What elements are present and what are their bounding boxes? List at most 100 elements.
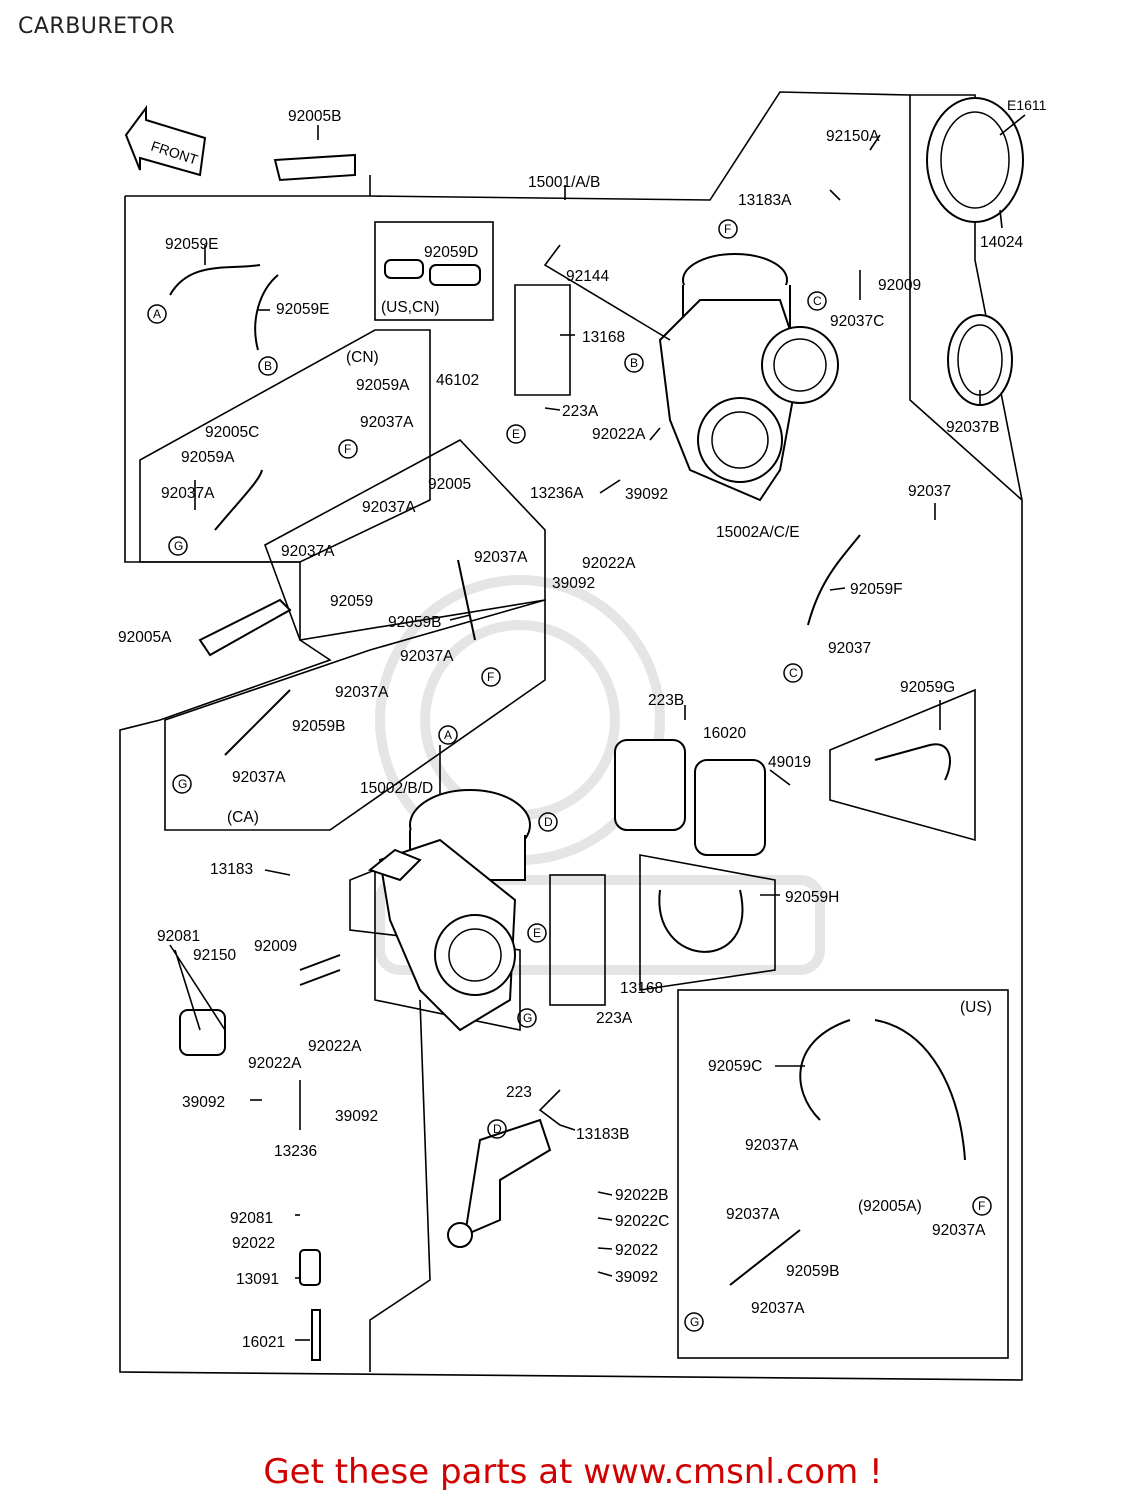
svg-text:C: C <box>813 294 822 308</box>
callout-92022A-4: 92022A <box>248 1055 302 1072</box>
callout-us: (US) <box>960 999 992 1016</box>
callout-92022: 92022 <box>232 1235 275 1252</box>
callout-92059G: 92059G <box>900 679 955 696</box>
callout-92009: 92009 <box>878 277 921 294</box>
callout-92009-2: 92009 <box>254 938 297 955</box>
callout-92037A-6: 92037A <box>400 648 454 665</box>
carburetor-front <box>658 253 839 502</box>
ref-circle-B-2: B <box>624 353 644 373</box>
callout-ca: (CA) <box>227 809 259 826</box>
callout-92059: 92059 <box>330 593 373 610</box>
callout-cn: (CN) <box>346 349 379 366</box>
ref-circle-G-2: G <box>172 774 192 794</box>
svg-text:C: C <box>789 666 798 680</box>
callout-223B: 223B <box>648 692 684 709</box>
callout-39092-2: 39092 <box>552 575 595 592</box>
callout-16021: 16021 <box>242 1334 285 1351</box>
callout-92059E: 92059E <box>165 236 218 253</box>
ref-circle-B: B <box>258 356 278 376</box>
callout-92150: 92150 <box>193 947 236 964</box>
svg-text:B: B <box>264 359 272 373</box>
callout-13168-2: 13168 <box>620 980 663 997</box>
svg-text:E: E <box>533 926 541 940</box>
leader-lines <box>169 114 1026 1341</box>
svg-text:F: F <box>487 670 494 684</box>
callout-92081-2: 92081 <box>230 1210 273 1227</box>
callout-92037A-1: 92037A <box>360 414 414 431</box>
callout-92150A: 92150A <box>826 128 880 145</box>
callout-92037A-us4: 92037A <box>751 1300 805 1317</box>
ref-circle-A-2: A <box>438 725 458 745</box>
callout-15001: 15001/A/B <box>528 174 600 191</box>
callout-92037A-8: 92037A <box>232 769 286 786</box>
callout-92037A-us2: 92037A <box>726 1206 780 1223</box>
callout-92037C: 92037C <box>830 313 884 330</box>
callout-92037A-us3: 92037A <box>932 1222 986 1239</box>
callout-92059F: 92059F <box>850 581 903 598</box>
callout-15002BD: 15002/B/D <box>360 780 433 797</box>
callout-39092-5: 39092 <box>615 1269 658 1286</box>
callout-223: 223 <box>506 1084 532 1101</box>
callout-92005A-us: (92005A) <box>858 1198 922 1215</box>
assembly-frame <box>119 91 1023 1381</box>
ref-circle-F: F <box>718 219 738 239</box>
callout-92144: 92144 <box>566 268 609 285</box>
callout-92037A-5: 92037A <box>474 549 528 566</box>
callout-92037A-2: 92037A <box>161 485 215 502</box>
ref-circle-G: G <box>168 536 188 556</box>
callout-E1611: E1611 <box>1007 97 1047 113</box>
svg-text:G: G <box>523 1011 532 1025</box>
ref-circle-A: A <box>147 304 167 324</box>
callout-92059B: 92059B <box>388 614 441 631</box>
callout-13236A: 13236A <box>530 485 584 502</box>
svg-text:E: E <box>512 427 520 441</box>
callout-92022-2: 92022 <box>615 1242 658 1259</box>
callout-13091: 13091 <box>236 1271 279 1288</box>
callout-13183: 13183 <box>210 861 253 878</box>
hoses <box>169 153 966 1286</box>
callout-46102: 46102 <box>436 372 479 389</box>
callout-15002ACE: 15002A/C/E <box>716 524 800 541</box>
callout-13168: 13168 <box>582 329 625 346</box>
callout-92059B-2: 92059B <box>292 718 345 735</box>
callout-92059E-2: 92059E <box>276 301 329 318</box>
callout-223A: 223A <box>562 403 599 420</box>
ref-circle-F-4: F <box>972 1196 992 1216</box>
callout-39092-3: 39092 <box>182 1094 225 1111</box>
callout-92022C: 92022C <box>615 1213 669 1230</box>
callout-92037A-7: 92037A <box>335 684 389 701</box>
page-title: CARBURETOR <box>18 14 176 39</box>
ref-circle-F-3: F <box>481 667 501 687</box>
callout-92081: 92081 <box>157 928 200 945</box>
callout-92005A: 92005A <box>118 629 172 646</box>
carburetor-rear <box>367 789 531 1032</box>
ref-circle-G-3: G <box>517 1008 537 1028</box>
callout-49019: 49019 <box>768 754 811 771</box>
callout-13183A: 13183A <box>738 192 792 209</box>
throttle-parts <box>179 739 766 1361</box>
callout-92037-2: 92037 <box>828 640 871 657</box>
callout-us-cn: (US,CN) <box>381 299 440 316</box>
callout-92022B: 92022B <box>615 1187 668 1204</box>
callout-14024: 14024 <box>980 234 1023 251</box>
ref-circle-D-2: D <box>487 1119 507 1139</box>
callout-92059D: 92059D <box>424 244 478 261</box>
cta-link[interactable]: Get these parts at www.cmsnl.com ! <box>263 1452 883 1492</box>
callout-92059A: 92059A <box>356 377 410 394</box>
callout-92005B: 92005B <box>288 108 341 125</box>
callout-92005C: 92005C <box>205 424 259 441</box>
callout-39092-4: 39092 <box>335 1108 378 1125</box>
ref-circle-D: D <box>538 812 558 832</box>
svg-text:G: G <box>178 777 187 791</box>
callout-92022A-2: 92022A <box>582 555 636 572</box>
ref-circle-F-2: F <box>338 439 358 459</box>
ref-circle-E: E <box>506 424 526 444</box>
svg-text:A: A <box>444 728 452 742</box>
callout-92022A-3: 92022A <box>308 1038 362 1055</box>
svg-text:F: F <box>724 222 731 236</box>
svg-text:F: F <box>344 442 351 456</box>
svg-text:B: B <box>630 356 638 370</box>
callout-92059H: 92059H <box>785 889 839 906</box>
callout-223A-2: 223A <box>596 1010 633 1027</box>
